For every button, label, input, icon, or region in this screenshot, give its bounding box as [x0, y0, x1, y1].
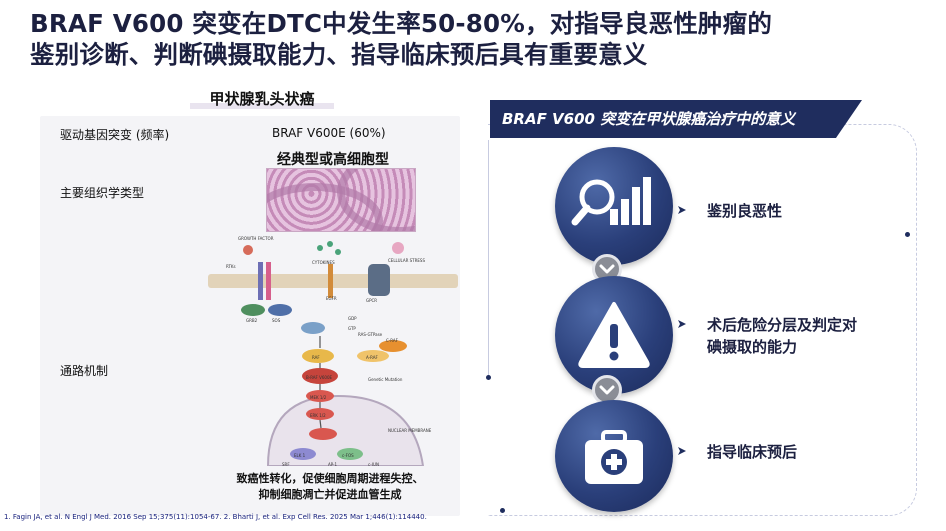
significance-frame-left-edge	[488, 140, 489, 375]
pathway-node-label: GTP	[348, 326, 356, 331]
ptc-panel-header: 甲状腺乳头状癌	[190, 86, 334, 112]
braf-v600e-node	[302, 368, 338, 384]
rtk-receptor	[258, 262, 263, 300]
risk-stratification-label-line2: 碘摄取的能力	[707, 338, 798, 356]
significance-banner: BRAF V600 突变在甲状腺癌治疗中的意义	[490, 100, 862, 138]
slide-title-line2: 鉴别诊断、判断碘摄取能力、指导临床预后具有重要意义	[30, 40, 648, 69]
pathway-node-label: C-RAF	[386, 338, 399, 343]
pathway-node-label: AP-1	[328, 462, 338, 466]
histology-label: 主要组织学类型	[60, 186, 145, 200]
pathway-node-label: GROWTH FACTOR	[238, 236, 274, 241]
pathway-node-label: GRB2	[246, 318, 258, 323]
warning-icon	[578, 302, 650, 368]
cytokine-dot	[335, 249, 341, 255]
cytokine-dot	[317, 245, 323, 251]
cfos-node	[337, 448, 363, 460]
pathway-node-label: c-FOS	[342, 453, 354, 458]
mapk-pathway-diagram: GROWTH FACTOR CYTOKINES CELLULAR STRESS RTK…	[208, 236, 458, 466]
pathway-node-label: ELK 1	[294, 453, 306, 458]
stress-dot	[392, 242, 404, 254]
driver-gene-value: BRAF V600E (60%)	[272, 126, 386, 140]
driver-gene-label: 驱动基因突变 (频率)	[60, 128, 170, 142]
ptc-panel-header-text: 甲状腺乳头状癌	[209, 90, 315, 108]
pathway-node-label: Genetic Mutation	[368, 377, 403, 382]
pathway-node-label: CYTOKINES	[312, 260, 335, 265]
growth-factor-dot	[243, 245, 253, 255]
risk-stratification-label-line1: 术后危险分层及判定对	[707, 316, 858, 334]
raf-node	[302, 349, 334, 363]
slide-title-line1: BRAF V600 突变在DTC中发生率50-80%，对指导良恶性肿瘤的	[30, 9, 773, 38]
pathway-node-label: ERK 1/2	[310, 413, 326, 418]
grb2-node	[241, 304, 265, 316]
pathway-node-label: RAF	[312, 355, 320, 360]
pathway-caption: 致癌性转化，促使细胞周期进程失控、 抑制细胞凋亡并促进血管生成	[200, 471, 460, 503]
medical-kit-icon	[585, 430, 643, 484]
mek-node	[306, 390, 334, 402]
pathway-label: 通路机制	[60, 364, 109, 378]
pathway-node-label: B-RAF V600E	[306, 375, 332, 380]
histology-value: 经典型或高细胞型	[277, 152, 389, 168]
pathway-node-label: RAS-GTPase	[358, 332, 383, 337]
gpcr-receptor	[368, 264, 390, 296]
pathway-node-label: RTKs	[226, 264, 236, 269]
differential-diagnosis-circle	[555, 147, 673, 265]
differential-diagnosis-label: 鉴别良恶性	[707, 202, 783, 220]
pathway-node-label: GDP	[348, 316, 357, 321]
significance-banner-text: BRAF V600 突变在甲状腺癌治疗中的意义	[502, 110, 796, 128]
pathway-node-label: SRF	[282, 462, 290, 466]
pathway-node-label: EGFR	[326, 296, 337, 301]
bullet-icon	[678, 206, 686, 214]
chart-magnifier-icon	[571, 177, 651, 226]
slide-title: BRAF V600 突变在DTC中发生率50-80%，对指导良恶性肿瘤的 鉴别诊…	[30, 8, 930, 70]
pathway-node-label: CELLULAR STRESS	[388, 258, 425, 263]
a-raf-node	[357, 350, 389, 362]
frame-dot	[500, 508, 505, 513]
frame-dot	[905, 232, 910, 237]
pathway-node-label: A-RAF	[366, 355, 378, 360]
risk-stratification-circle	[555, 276, 673, 394]
elk1-node	[290, 448, 316, 460]
cytokine-dot	[327, 241, 333, 247]
erk-node	[306, 408, 334, 420]
prognosis-circle	[555, 400, 673, 512]
egfr-receptor	[328, 264, 333, 298]
pathway-node-label: NUCLEAR MEMBRANE	[388, 428, 432, 433]
risk-stratification-label: 术后危险分层及判定对 碘摄取的能力	[707, 314, 857, 358]
bullet-icon	[678, 447, 686, 455]
ras-node	[301, 322, 325, 334]
rtk-receptor	[266, 262, 271, 300]
pathway-node-label: GPCR	[366, 298, 377, 303]
erk-nuclear-node	[309, 428, 337, 440]
prognosis-label: 指导临床预后	[707, 443, 798, 461]
sos-node	[268, 304, 292, 316]
pathway-node-label: c-JUN	[368, 462, 379, 466]
pathway-arrow	[319, 419, 322, 429]
pathway-caption-line2: 抑制细胞凋亡并促进血管生成	[258, 488, 402, 501]
histology-micrograph	[266, 168, 416, 232]
references: 1. Fagin JA, et al. N Engl J Med. 2016 S…	[4, 513, 427, 521]
histology-band	[337, 169, 415, 231]
pathway-node-label: SOS	[272, 318, 281, 323]
pathway-caption-line1: 致癌性转化，促使细胞周期进程失控、	[236, 472, 424, 485]
pathway-node-label: MEK 1/2	[310, 395, 327, 400]
c-raf-node	[379, 340, 407, 352]
frame-dot	[486, 375, 491, 380]
bullet-icon	[678, 320, 686, 328]
